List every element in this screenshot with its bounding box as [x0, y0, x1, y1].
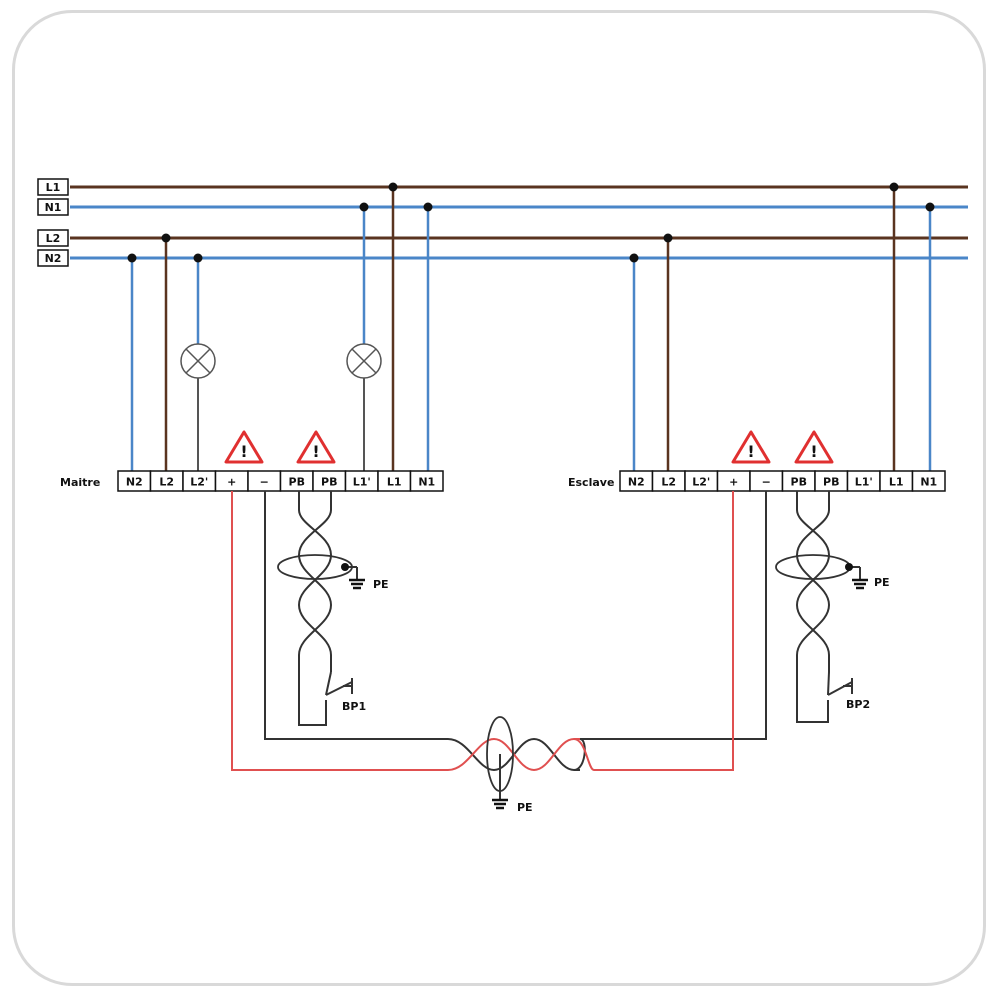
- master-terminal: L2': [182, 470, 217, 492]
- slave-terminal-label: PB: [823, 476, 839, 489]
- master-terminal-label: L1: [387, 476, 402, 489]
- master-terminal-label: PB: [321, 476, 337, 489]
- svg-text:!: !: [312, 442, 319, 461]
- master-drops: [127, 182, 433, 472]
- master-button-label: BP1: [342, 700, 366, 713]
- master-terminal: PB: [279, 470, 314, 492]
- slave-terminal-label: −: [762, 476, 771, 489]
- slave-terminal-label: L2': [692, 476, 710, 489]
- svg-text:!: !: [240, 442, 247, 461]
- slave-terminal-label: +: [729, 476, 738, 489]
- slave-terminal: N1: [911, 470, 946, 492]
- slave-button-label: BP2: [846, 698, 870, 711]
- svg-text:N1: N1: [45, 201, 62, 214]
- warning-triangle-icon: !: [224, 430, 264, 464]
- diagram-card: [12, 10, 986, 986]
- slave-terminal-label: L2: [661, 476, 676, 489]
- master-terminal: +: [214, 470, 249, 492]
- svg-text:!: !: [747, 442, 754, 461]
- ground-icon: [341, 563, 365, 590]
- master-terminal: L1: [377, 470, 412, 492]
- slave-terminal: L2': [684, 470, 719, 492]
- master-terminal: N1: [409, 470, 444, 492]
- slave-terminal: L1': [846, 470, 881, 492]
- master-terminal: L2: [149, 470, 184, 492]
- master-terminal: −: [247, 470, 282, 492]
- slave-drops: [629, 182, 935, 472]
- slave-pb-twisted-pair: [775, 491, 851, 723]
- svg-text:L2: L2: [46, 232, 61, 245]
- master-terminal-label: PB: [289, 476, 305, 489]
- slave-terminal: +: [716, 470, 751, 492]
- ground-icon: [845, 563, 868, 590]
- bus-pe-label: PE: [517, 801, 533, 814]
- slave-terminal-label: L1: [889, 476, 904, 489]
- slave-terminal: L2: [651, 470, 686, 492]
- slave-terminal-label: PB: [791, 476, 807, 489]
- lamp-icon: [180, 343, 216, 379]
- bus-cable: [231, 491, 767, 800]
- slave-terminal-label: N1: [920, 476, 937, 489]
- slave-terminal: N2: [619, 470, 654, 492]
- master-terminal-label: +: [227, 476, 236, 489]
- bus-label-n2: N2: [37, 249, 69, 267]
- master-terminal-label: L1': [353, 476, 371, 489]
- svg-text:N2: N2: [45, 252, 62, 265]
- svg-text:!: !: [810, 442, 817, 461]
- master-terminal-label: L2': [190, 476, 208, 489]
- master-terminal-label: N1: [418, 476, 435, 489]
- warning-triangle-icon: !: [296, 430, 336, 464]
- master-terminal: L1': [344, 470, 379, 492]
- warning-triangle-icon: !: [731, 430, 771, 464]
- master-terminal-label: −: [260, 476, 269, 489]
- master-device-label: Maitre: [60, 476, 100, 489]
- bus-label-n1: N1: [37, 198, 69, 216]
- bus-label-l2: L2: [37, 229, 69, 247]
- ground-icon: [492, 798, 508, 810]
- slave-terminal: PB: [814, 470, 849, 492]
- master-pe-label: PE: [373, 578, 389, 591]
- slave-terminal-label: N2: [628, 476, 645, 489]
- warning-triangle-icon: !: [794, 430, 834, 464]
- master-terminal: N2: [117, 470, 152, 492]
- master-terminal-block: N2 L2 L2' + − PB PB L1' L1 N1: [117, 470, 444, 492]
- slave-terminal: PB: [781, 470, 816, 492]
- master-terminal-label: N2: [126, 476, 143, 489]
- slave-terminal-block: N2 L2 L2' + − PB PB L1' L1 N1: [619, 470, 946, 492]
- pushbutton-icon: [325, 671, 353, 715]
- master-terminal: PB: [312, 470, 347, 492]
- slave-terminal: L1: [879, 470, 914, 492]
- master-pb-twisted-pair: [277, 491, 353, 726]
- bus-label-l1: L1: [37, 178, 69, 196]
- lamp-icon: [346, 343, 382, 379]
- pushbutton-icon: [827, 671, 853, 712]
- slave-device-label: Esclave: [568, 476, 614, 489]
- supply-buses: L1 N1 L2 N2: [37, 178, 968, 267]
- slave-terminal-label: L1': [855, 476, 873, 489]
- slave-pe-label: PE: [874, 576, 890, 589]
- slave-terminal: −: [749, 470, 784, 492]
- master-terminal-label: L2: [159, 476, 174, 489]
- svg-text:L1: L1: [46, 181, 61, 194]
